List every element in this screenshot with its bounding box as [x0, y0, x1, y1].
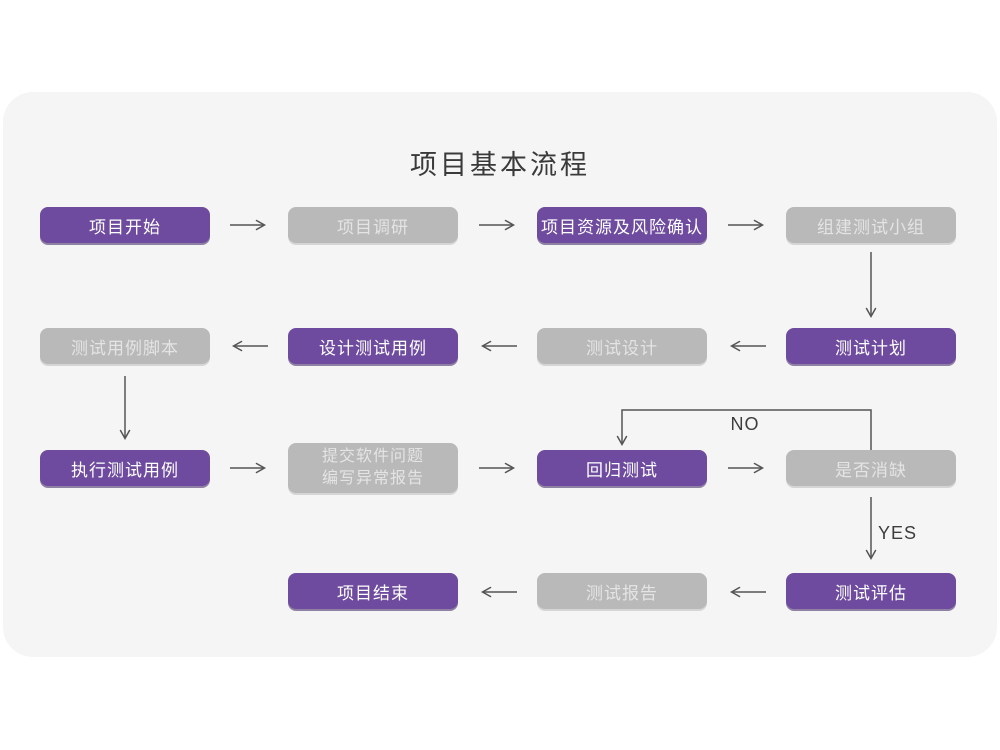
edge-label-yes: YES	[878, 523, 918, 543]
node-test-report: 测试报告	[537, 573, 707, 609]
node-test-design: 测试设计	[537, 328, 707, 364]
node-project-end: 项目结束	[288, 573, 458, 609]
node-execute-test-case: 执行测试用例	[40, 450, 210, 486]
node-design-test-case: 设计测试用例	[288, 328, 458, 364]
node-submit-issue-report-line1: 提交软件问题	[321, 448, 424, 465]
node-project-start: 项目开始	[40, 207, 210, 243]
node-project-research: 项目调研	[288, 207, 458, 243]
node-test-case-script: 测试用例脚本	[40, 328, 210, 364]
node-regression-test: 回归测试	[537, 450, 707, 486]
node-build-test-team: 组建测试小组	[786, 207, 956, 243]
node-submit-issue-report-line2: 编写异常报告	[321, 470, 424, 487]
flowchart-card	[3, 92, 997, 657]
node-test-evaluation: 测试评估	[786, 573, 956, 609]
page-title: 项目基本流程	[410, 150, 590, 180]
node-resource-risk: 项目资源及风险确认	[537, 207, 707, 243]
edge-label-no: NO	[730, 414, 760, 434]
node-test-plan: 测试计划	[786, 328, 956, 364]
node-defect-cleared: 是否消缺	[786, 450, 956, 486]
node-submit-issue-report: 提交软件问题 编写异常报告	[288, 443, 458, 493]
